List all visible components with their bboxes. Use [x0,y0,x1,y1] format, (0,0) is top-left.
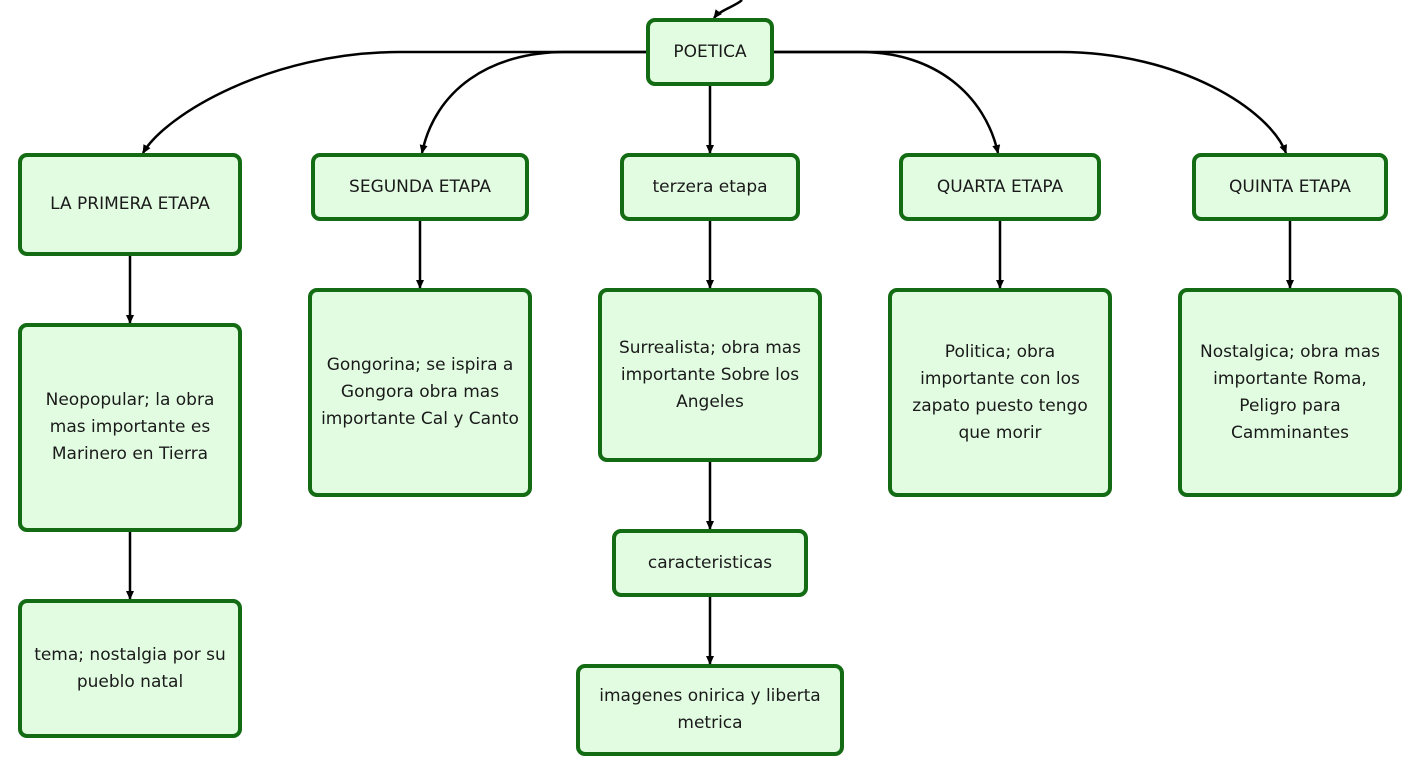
node-caracteristicas[interactable]: caracteristicas [612,529,808,597]
node-quinta-etapa[interactable]: QUINTA ETAPA [1192,153,1388,221]
node-nostalgica[interactable]: Nostalgica; obra mas importante Roma, Pe… [1178,288,1402,497]
node-surrealista[interactable]: Surrealista; obra mas importante Sobre l… [598,288,822,462]
node-politica[interactable]: Politica; obra importante con los zapato… [888,288,1112,497]
node-tema[interactable]: tema; nostalgia por su pueblo natal [18,599,242,738]
node-primera-etapa[interactable]: LA PRIMERA ETAPA [18,153,242,256]
node-gongorina[interactable]: Gongorina; se ispira a Gongora obra mas … [308,288,532,497]
node-segunda-etapa[interactable]: SEGUNDA ETAPA [311,153,529,221]
edge-poetica-etapa4 [774,50,1001,154]
edge-incoming [713,0,743,19]
node-quarta-etapa[interactable]: QUARTA ETAPA [899,153,1101,221]
node-poetica[interactable]: POETICA [646,18,774,86]
node-neopopular[interactable]: Neopopular; la obra mas importante es Ma… [18,323,242,532]
node-imagenes[interactable]: imagenes onirica y liberta metrica [576,664,844,756]
edge-poetica-etapa5 [774,50,1288,154]
edge-poetica-etapa1 [141,50,646,154]
node-terzera-etapa[interactable]: terzera etapa [620,153,800,221]
edge-poetica-etapa2 [419,50,646,154]
